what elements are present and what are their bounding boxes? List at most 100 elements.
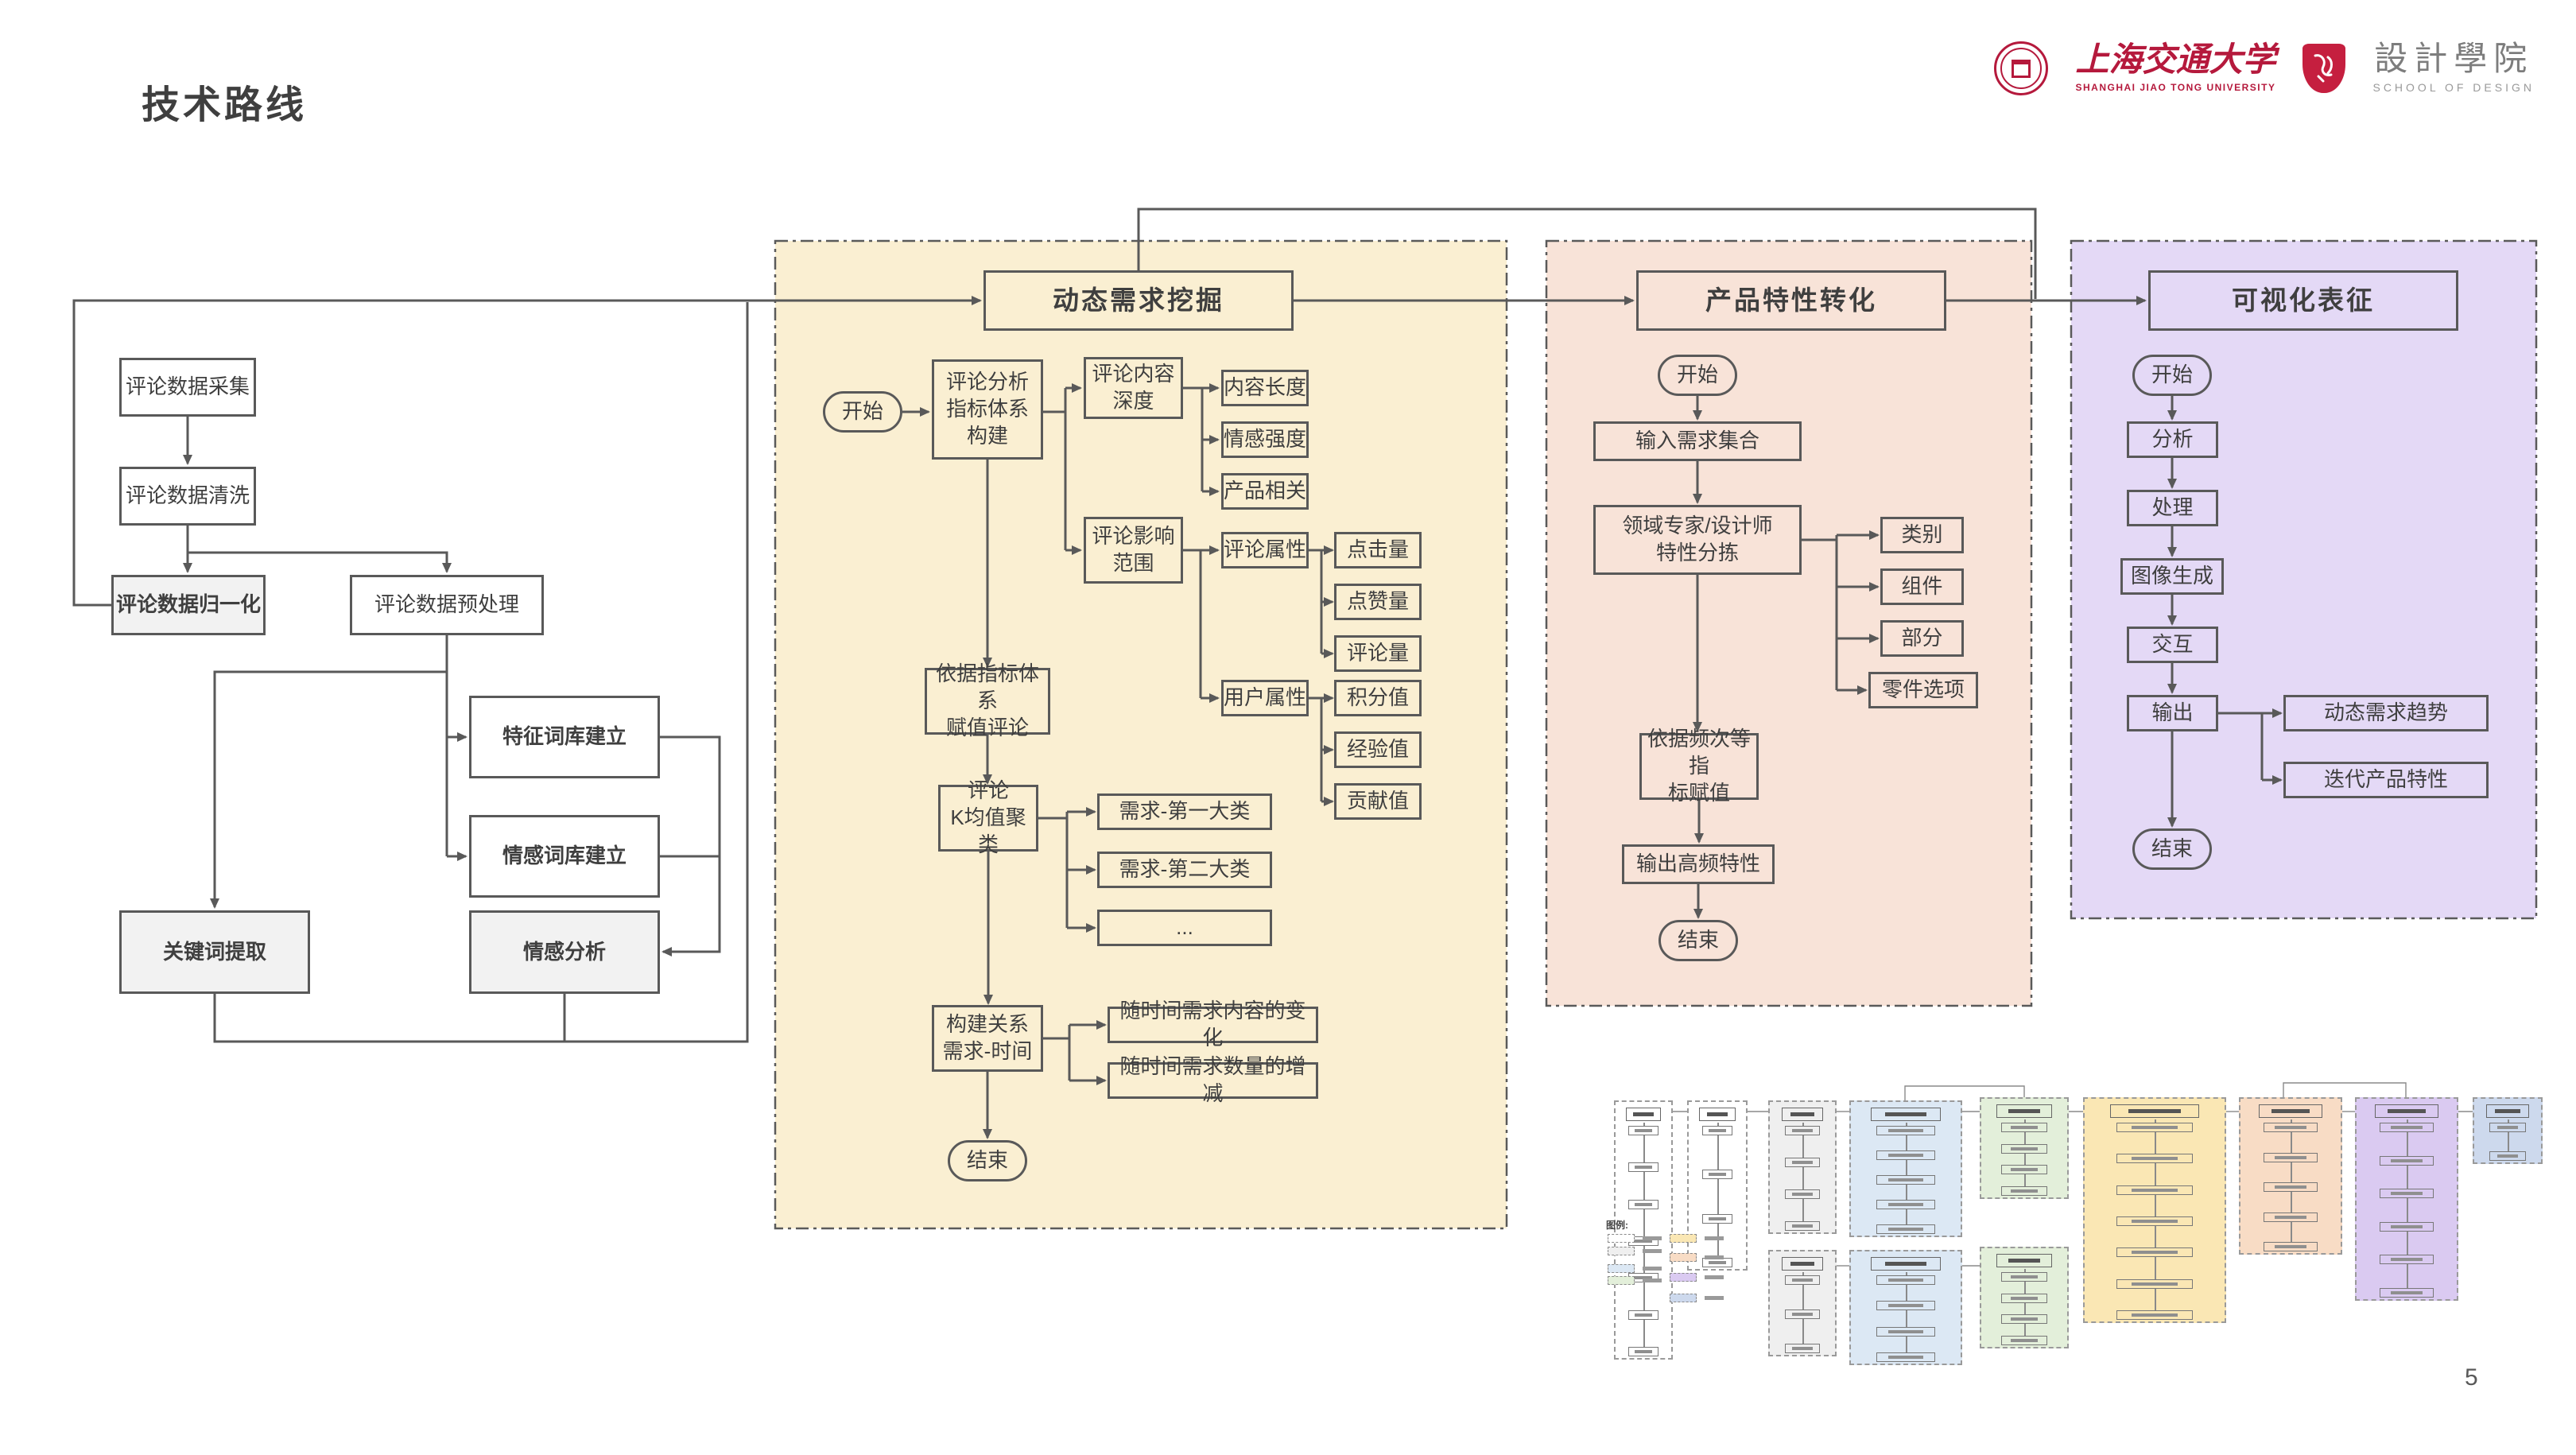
thumbnail-mini-box <box>2263 1123 2318 1132</box>
sjtu-name-en: SHANGHAI JIAO TONG UNIVERSITY <box>2075 82 2276 93</box>
thumbnail-mini-box <box>1876 1275 1936 1285</box>
legend-swatch-0 <box>1608 1234 1635 1243</box>
thumbnail-mini-box <box>1876 1326 1936 1337</box>
thumbnail-panel-header <box>1996 1104 2052 1118</box>
flow-node-demand-more: ... <box>1097 910 1272 946</box>
thumbnail-mini-box <box>2000 1143 2048 1154</box>
flow-node-image-gen: 图像生成 <box>2120 558 2224 595</box>
flow-node-p-end: 结束 <box>1658 920 1738 961</box>
thumbnail-mini-box <box>1701 1126 1733 1135</box>
thumbnail-mini-box <box>1628 1162 1658 1173</box>
legend-swatch-2 <box>1608 1264 1635 1273</box>
thumbnail-mini-box <box>1784 1126 1821 1135</box>
page-title: 技术路线 <box>142 84 308 126</box>
flow-node-component: 组件 <box>1880 568 1964 605</box>
legend-swatch-label <box>1705 1255 1724 1259</box>
flow-node-part-options: 零件选项 <box>1868 672 1978 708</box>
thumbnail-mini-box <box>2116 1278 2193 1289</box>
sjtu-seal-inner <box>2000 48 2043 89</box>
design-school-name-en: SCHOOL OF DESIGN <box>2372 81 2535 94</box>
flow-node-product-related: 产品相关 <box>1221 473 1309 510</box>
thumbnail-mini-box <box>1784 1221 1821 1231</box>
section-visual-representation <box>2070 239 2538 920</box>
thumbnail-mini-box <box>1876 1150 1936 1160</box>
flow-node-experience: 经验值 <box>1334 731 1422 768</box>
thumbnail-mini-box <box>1628 1126 1658 1135</box>
thumbnail-panel-3 <box>1768 1250 1837 1356</box>
flow-node-keyword-extract: 关键词提取 <box>119 910 310 994</box>
thumbnail-mini-box <box>1628 1199 1658 1209</box>
thumbnail-panel-header <box>1996 1254 2052 1267</box>
thumbnail-mini-box <box>1628 1310 1658 1320</box>
thumbnail-mini-box <box>2489 1151 2526 1161</box>
thumbnail-mini-box <box>2116 1154 2193 1164</box>
flow-node-input-demand: 输入需求集合 <box>1593 421 1802 461</box>
legend-swatch-label <box>1643 1278 1662 1282</box>
flow-node-output: 输出 <box>2127 695 2218 731</box>
thumbnail-panel-header <box>1781 1108 1824 1121</box>
thumbnail-panel-11 <box>2473 1097 2543 1164</box>
flow-node-interaction: 交互 <box>2127 627 2218 663</box>
thumbnail-mini-box <box>2116 1247 2193 1258</box>
flow-node-v-start: 开始 <box>2132 355 2212 396</box>
flow-node-content-change: 随时间需求内容的变化 <box>1108 999 1318 1050</box>
legend-swatch-label <box>1643 1249 1662 1253</box>
thumbnail-mini-box <box>2379 1255 2434 1265</box>
thumbnail-panel-header <box>1781 1257 1824 1271</box>
thumbnail-mini-box <box>1784 1275 1821 1285</box>
thumbnail-panel-2 <box>1768 1100 1837 1234</box>
flow-node-likes: 点赞量 <box>1334 584 1422 620</box>
sjtu-logo-text: 上海交通大学 SHANGHAI JIAO TONG UNIVERSITY <box>2075 44 2275 93</box>
thumbnail-mini-box <box>2379 1123 2434 1132</box>
flow-node-collect: 评论数据采集 <box>119 358 256 417</box>
legend-title: 图例: <box>1606 1220 1628 1231</box>
thumbnail-panel-8 <box>2083 1097 2226 1323</box>
flow-node-part: 部分 <box>1880 620 1964 657</box>
legend-swatch-label <box>1643 1267 1662 1271</box>
flow-node-demand-time: 构建关系 需求-时间 <box>932 1005 1043 1072</box>
thumbnail-panel-header <box>1870 1257 1942 1271</box>
flow-node-content-depth: 评论内容 深度 <box>1084 357 1183 419</box>
legend-swatch-1 <box>1608 1247 1635 1255</box>
flow-node-visual-header: 可视化表征 <box>2148 270 2458 331</box>
thumbnail-mini-box <box>1876 1126 1936 1135</box>
thumbnail-mini-box <box>1876 1224 1936 1234</box>
legend-swatch-3 <box>1608 1276 1635 1285</box>
thumbnail-panel-7 <box>1980 1247 2069 1348</box>
thumbnail-panel-header <box>2374 1104 2439 1118</box>
thumbnail-mini-box <box>2000 1186 2048 1196</box>
legend-swatch-4 <box>1670 1234 1697 1243</box>
flow-node-feature-lexicon: 特征词库建立 <box>469 696 660 778</box>
thumbnail-mini-box <box>2263 1152 2318 1162</box>
flow-node-content-length: 内容长度 <box>1221 370 1309 406</box>
flow-node-y-start: 开始 <box>823 391 902 433</box>
flow-node-transform-header: 产品特性转化 <box>1636 270 1946 331</box>
flow-node-mining-header: 动态需求挖掘 <box>983 270 1294 331</box>
flow-node-comments-count: 评论量 <box>1334 635 1422 672</box>
thumbnail-mini-box <box>2000 1165 2048 1175</box>
thumbnail-mini-box <box>2379 1189 2434 1199</box>
thumbnail-panel-header <box>1870 1108 1942 1121</box>
thumbnail-mini-box <box>2379 1155 2434 1166</box>
flow-node-freq-assign: 依据频次等指 标赋值 <box>1639 727 1759 805</box>
thumbnail-panel-10 <box>2355 1097 2458 1301</box>
flow-node-comment-attr: 评论属性 <box>1221 532 1309 568</box>
flow-node-contribution: 贡献值 <box>1334 783 1422 820</box>
thumbnail-mini-box <box>2116 1185 2193 1195</box>
thumbnail-mini-box <box>1628 1347 1658 1356</box>
flow-node-process: 处理 <box>2127 490 2218 526</box>
flow-node-y-end: 结束 <box>948 1140 1027 1181</box>
thumbnail-mini-box <box>1784 1344 1821 1353</box>
thumbnail-mini-box <box>2000 1336 2048 1345</box>
flow-node-normalize: 评论数据归一化 <box>111 575 266 635</box>
thumbnail-panel-header <box>1698 1108 1736 1121</box>
thumbnail-panel-header <box>2486 1104 2529 1118</box>
flow-node-sentiment-lexicon: 情感词库建立 <box>469 815 660 898</box>
thumbnail-panel-header <box>1625 1108 1662 1121</box>
flow-node-points: 积分值 <box>1334 680 1422 716</box>
thumbnail-mini-box <box>1784 1158 1821 1167</box>
flow-node-influence-scope: 评论影响 范围 <box>1084 517 1183 584</box>
thumbnail-mini-box <box>2263 1182 2318 1192</box>
flow-node-expert-sorting: 领域专家/设计师 特性分拣 <box>1593 505 1802 575</box>
